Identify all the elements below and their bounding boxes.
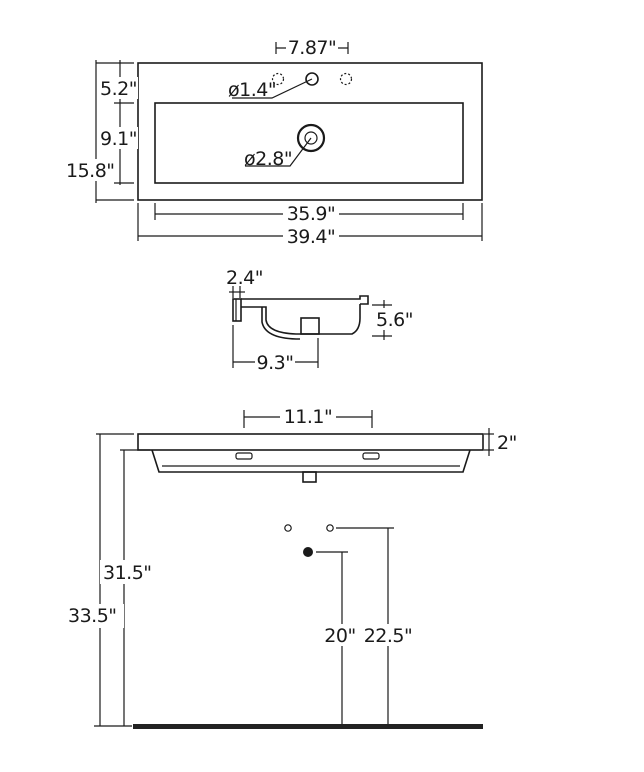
drain-height-label: 20" bbox=[324, 625, 355, 647]
floor-line bbox=[133, 724, 483, 729]
bowl-depth-label: 9.1" bbox=[100, 128, 137, 150]
bowl-width-label: 35.9" bbox=[287, 203, 336, 225]
front-view-top bbox=[137, 433, 484, 451]
faucet-spread-label: 7.87" bbox=[288, 37, 337, 59]
overflow-slot-right-icon bbox=[362, 452, 380, 460]
overall-width-label: 39.4" bbox=[287, 226, 336, 248]
front-drain-stub bbox=[302, 471, 317, 483]
side-view-basin bbox=[241, 304, 361, 335]
overflow-slot-left-icon bbox=[235, 452, 253, 460]
rim-thickness-label: 2.4" bbox=[226, 267, 263, 289]
drain-offset-label: 9.3" bbox=[257, 352, 294, 374]
back-ledge-depth-label: 5.2" bbox=[100, 78, 137, 100]
faucet-hole-diameter-label: ø1.4" bbox=[228, 79, 276, 101]
overall-height-label: 33.5" bbox=[68, 605, 117, 627]
side-view-back-edge bbox=[232, 298, 242, 322]
top-thickness-label: 2" bbox=[497, 432, 517, 454]
drain-diameter-label: ø2.8" bbox=[244, 148, 292, 170]
front-view: 11.1" 2" 20" 22.5" 31.5" 33.5" bbox=[66, 405, 517, 729]
overflow-spread-label: 11.1" bbox=[284, 406, 333, 428]
drain-icon bbox=[296, 123, 326, 153]
underside-height-label: 31.5" bbox=[103, 562, 152, 584]
side-view: 2.4" 5.6" 9.3" bbox=[226, 267, 414, 374]
front-view-basin bbox=[151, 449, 471, 473]
drain-inner-icon bbox=[304, 131, 318, 145]
supply-height-label: 22.5" bbox=[364, 625, 413, 647]
supply-hole-left-icon bbox=[284, 524, 292, 532]
top-view: 7.87" ø1.4" ø2.8" 5.2" 9.1" 15.8" 35.9" … bbox=[64, 36, 483, 248]
side-view-top bbox=[241, 295, 369, 305]
faucet-hole-right-icon bbox=[339, 72, 353, 86]
drain-outlet-icon bbox=[303, 547, 313, 557]
supply-hole-right-icon bbox=[326, 524, 334, 532]
drain-leader bbox=[245, 137, 312, 167]
faucet-hole-leader bbox=[232, 78, 313, 99]
faucet-hole-left-icon bbox=[271, 72, 285, 86]
top-view-bowl bbox=[154, 102, 464, 184]
faucet-hole-center-icon bbox=[305, 72, 319, 86]
side-view-drain bbox=[300, 317, 320, 335]
basin-height-label: 5.6" bbox=[376, 309, 413, 331]
overall-depth-label: 15.8" bbox=[66, 160, 115, 182]
